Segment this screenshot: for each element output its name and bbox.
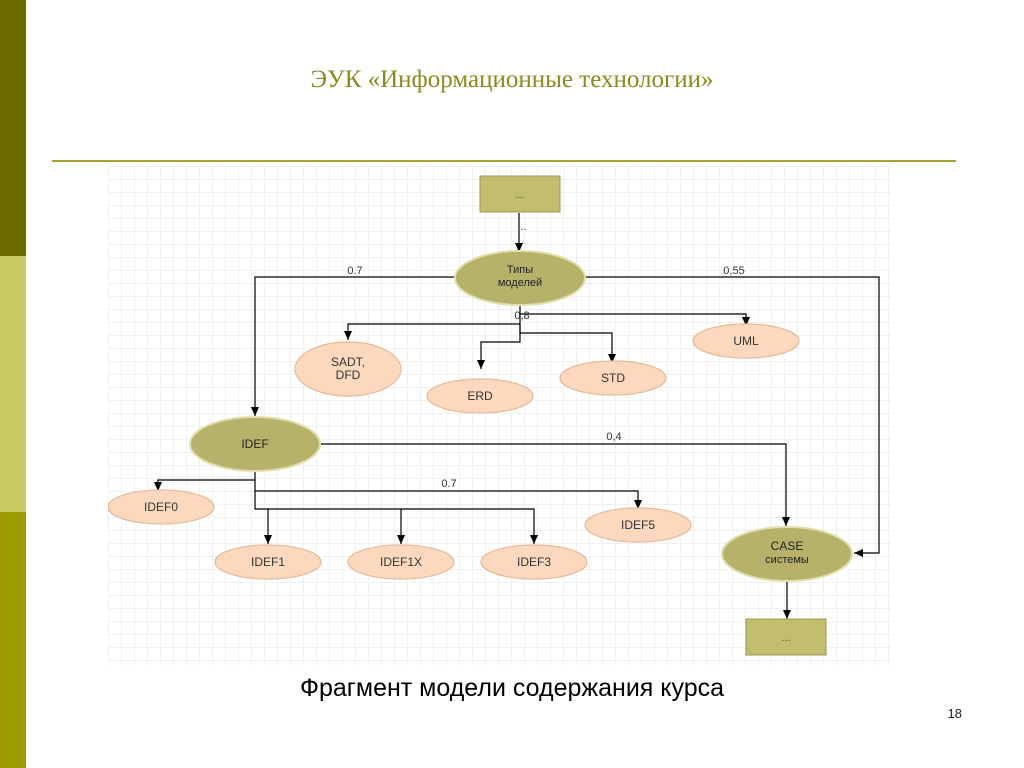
node-sadt-dfd: SADT, DFD	[294, 341, 402, 397]
node-top-box: ...	[479, 175, 561, 213]
node-idef5: IDEF5	[584, 507, 692, 543]
edge-idef-to-idef0	[154, 470, 256, 491]
edge-idef-to-idef5	[254, 480, 642, 509]
node-types-label-line1: Типы	[507, 264, 533, 276]
title-divider	[52, 160, 956, 162]
node-idef-label: IDEF	[241, 437, 268, 451]
node-erd-label: ERD	[467, 389, 493, 403]
left-band-olive	[0, 512, 26, 768]
node-case: CASE системы	[721, 526, 853, 582]
node-std: STD	[559, 360, 667, 396]
node-top-box-label: ...	[515, 189, 524, 201]
node-idef1x-label: IDEF1X	[380, 555, 422, 569]
edge-idef-to-idef3	[401, 508, 538, 544]
edge-types-to-std	[519, 324, 616, 363]
edge-label-idef-to-case: 0,4	[606, 431, 621, 443]
connectors	[154, 213, 880, 619]
edge-types-to-idef	[251, 276, 455, 416]
node-uml: UML	[692, 323, 800, 359]
node-erd: ERD	[426, 378, 534, 414]
edge-label-types-to-idef: 0.7	[347, 265, 362, 277]
edge-types-to-uml	[520, 313, 750, 326]
edge-idef-to-idef1	[254, 491, 272, 544]
edge-label-idef-to-idef5: 0.7	[441, 478, 456, 490]
edge-label-types-to-uml: 0,8	[514, 310, 529, 322]
edge-label-types-to-case: 0,55	[723, 265, 744, 277]
node-case-label-line1: CASE	[771, 539, 804, 553]
node-types-label-line2: моделей	[498, 277, 542, 289]
node-sadt-label-line1: SADT,	[331, 355, 365, 369]
node-idef0: IDEF0	[108, 489, 215, 525]
slide-title: ЭУК «Информационные технологии»	[310, 66, 714, 93]
left-band-light	[0, 256, 26, 512]
content-model-diagram: 0.7 0,55 0,8 0,4 0.7 ... ... Типы моделе…	[108, 166, 892, 666]
grid-background	[108, 166, 892, 666]
page-number: 18	[947, 706, 962, 721]
node-case-label-line2: системы	[765, 554, 809, 566]
node-idef: IDEF	[189, 416, 321, 472]
node-bottom-box-label: ...	[781, 632, 790, 644]
node-idef1-label: IDEF1	[251, 555, 285, 569]
top-connector-label: ...	[517, 221, 526, 233]
node-idef1x: IDEF1X	[347, 544, 455, 580]
edge-idef-to-case	[320, 443, 790, 526]
node-std-label: STD	[601, 371, 625, 385]
node-idef1: IDEF1	[214, 544, 322, 580]
node-idef3: IDEF3	[480, 544, 588, 580]
node-bottom-box: ...	[745, 618, 827, 656]
node-idef3-label: IDEF3	[517, 555, 551, 569]
diagram-caption: Фрагмент модели содержания курса	[299, 674, 725, 702]
node-types: Типы моделей	[454, 250, 586, 306]
left-band-dark	[0, 0, 26, 256]
node-idef5-label: IDEF5	[621, 518, 655, 532]
node-sadt-label-line2: DFD	[336, 368, 361, 382]
node-idef0-label: IDEF0	[144, 500, 178, 514]
node-uml-label: UML	[733, 334, 759, 348]
edge-types-to-case	[585, 276, 880, 557]
